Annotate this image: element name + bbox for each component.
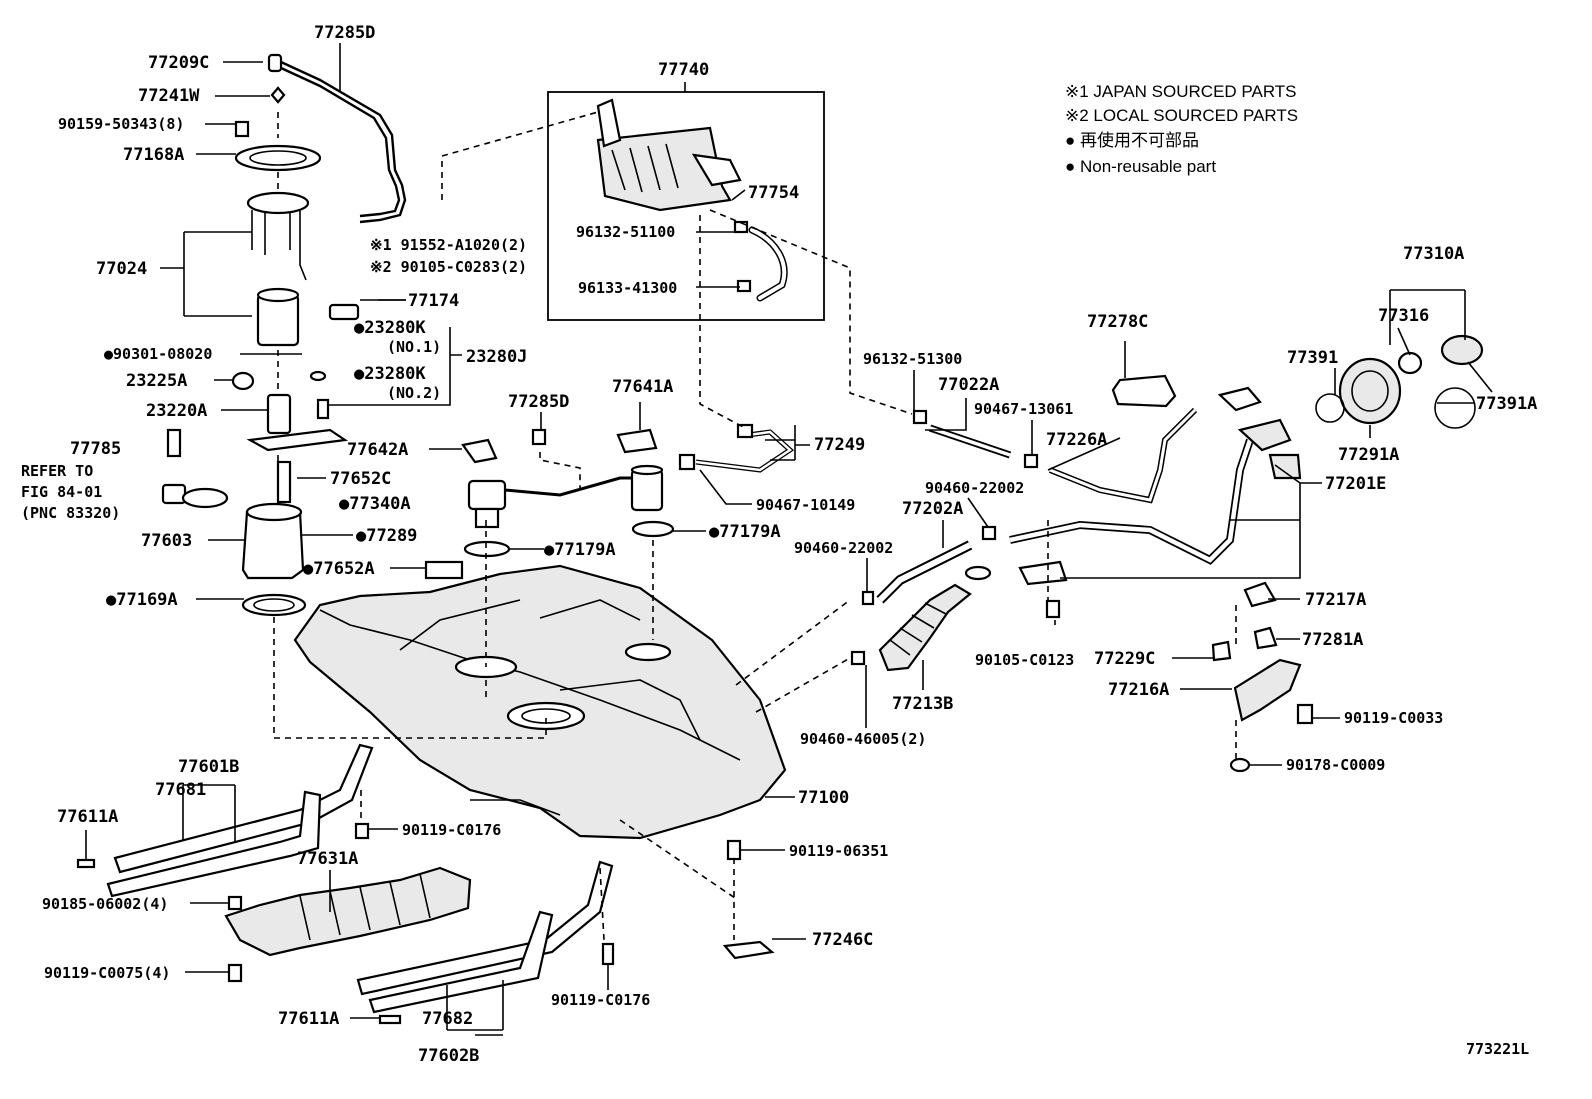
- label-90301-08020: ●90301-08020: [104, 345, 212, 363]
- label-77601B: 77601B: [178, 757, 239, 777]
- label-90460-22002-b: 90460-22002: [794, 539, 893, 557]
- label-77217A: 77217A: [1305, 590, 1366, 610]
- label-77174: 77174: [408, 291, 459, 311]
- label-77631A: 77631A: [297, 849, 358, 869]
- label-96133-41300: 96133-41300: [578, 279, 677, 297]
- part-labels: 77285D 77209C 77241W 90159-50343(8) 7716…: [21, 23, 1537, 1066]
- label-90119-C0075: 90119-C0075(4): [44, 964, 170, 982]
- label-77285D-mid: 77285D: [508, 392, 569, 412]
- label-77241W: 77241W: [138, 86, 200, 106]
- label-refer-to: REFER TO: [21, 462, 93, 480]
- label-90105-C0123: 90105-C0123: [975, 651, 1074, 669]
- label-77169A: ●77169A: [106, 590, 178, 610]
- label-77216A: 77216A: [1108, 680, 1169, 700]
- part-drawings: [76, 53, 1493, 1025]
- sender-units: [461, 423, 795, 558]
- label-77213B: 77213B: [892, 694, 953, 714]
- tank-straps: [76, 743, 775, 1025]
- label-77168A: 77168A: [123, 145, 184, 165]
- label-90178-C0009: 90178-C0009: [1286, 756, 1385, 774]
- label-77209C: 77209C: [148, 53, 209, 73]
- legend-note-local: ※2 LOCAL SOURCED PARTS: [1065, 106, 1298, 125]
- fuel-tank: [293, 564, 787, 840]
- label-77316: 77316: [1378, 306, 1429, 326]
- label-77201E: 77201E: [1325, 474, 1386, 494]
- label-90119-C0176-a: 90119-C0176: [402, 821, 501, 839]
- label-77682: 77682: [422, 1009, 473, 1029]
- label-90105-C0283: ※2 90105-C0283(2): [370, 258, 527, 276]
- label-77291A: 77291A: [1338, 445, 1399, 465]
- label-77603: 77603: [141, 531, 192, 551]
- label-77246C: 77246C: [812, 930, 873, 950]
- label-77754: 77754: [748, 183, 799, 203]
- dashed-assembly-lines: [273, 111, 1237, 941]
- label-77289: ●77289: [356, 526, 417, 546]
- label-77681: 77681: [155, 780, 206, 800]
- label-90467-10149: 90467-10149: [756, 496, 855, 514]
- legend-note-japan: ※1 JAPAN SOURCED PARTS: [1065, 82, 1297, 101]
- label-23280K-no1: ●23280K: [354, 318, 426, 338]
- label-77641A: 77641A: [612, 377, 673, 397]
- label-90119-C0033: 90119-C0033: [1344, 709, 1443, 727]
- label-77785: 77785: [70, 439, 121, 459]
- legend: ※1 JAPAN SOURCED PARTS ※2 LOCAL SOURCED …: [1065, 82, 1298, 176]
- leader-lines: [85, 43, 1474, 1036]
- filler-pipe-assembly: [912, 334, 1493, 773]
- label-77281A: 77281A: [1302, 630, 1363, 650]
- label-77278C: 77278C: [1087, 312, 1148, 332]
- label-77179A-right: ●77179A: [709, 522, 781, 542]
- label-77611A-top: 77611A: [57, 807, 118, 827]
- legend-note-nonreusable: ● Non-reusable part: [1065, 157, 1216, 176]
- label-77022A: 77022A: [938, 375, 999, 395]
- label-77652C: 77652C: [330, 469, 391, 489]
- label-23220A: 23220A: [146, 401, 207, 421]
- label-77391: 77391: [1287, 348, 1338, 368]
- label-23280J: 23280J: [466, 347, 527, 367]
- label-90460-22002-a: 90460-22002: [925, 479, 1024, 497]
- label-77611A-bottom: 77611A: [278, 1009, 339, 1029]
- label-77740: 77740: [658, 60, 709, 80]
- label-pnc-83320: (PNC 83320): [21, 504, 120, 522]
- label-96132-51300: 96132-51300: [863, 350, 962, 368]
- label-77024: 77024: [96, 259, 147, 279]
- label-91552-A1020: ※1 91552-A1020(2): [370, 236, 527, 254]
- label-90119-06351: 90119-06351: [789, 842, 888, 860]
- label-90460-46005: 90460-46005(2): [800, 730, 926, 748]
- label-90185-06002: 90185-06002(4): [42, 895, 168, 913]
- label-77179A-left: ●77179A: [544, 540, 616, 560]
- label-90119-C0176-b: 90119-C0176: [551, 991, 650, 1009]
- legend-note-jp-nonreusable: ● 再使用不可部品: [1065, 130, 1199, 150]
- label-77310A: 77310A: [1403, 244, 1464, 264]
- label-fig-84-01: FIG 84-01: [21, 483, 102, 501]
- label-77100: 77100: [798, 788, 849, 808]
- label-23280K-no2: ●23280K: [354, 364, 426, 384]
- label-77285D-top: 77285D: [314, 23, 375, 43]
- label-no1: (NO.1): [387, 338, 441, 356]
- fuel-pump-assembly: [161, 53, 464, 617]
- inlet-hoses: [850, 525, 997, 672]
- label-77340A: ●77340A: [339, 494, 411, 514]
- label-77249: 77249: [814, 435, 865, 455]
- label-77226A: 77226A: [1046, 430, 1107, 450]
- label-23225A: 23225A: [126, 371, 187, 391]
- label-77229C: 77229C: [1094, 649, 1155, 669]
- label-96132-51100: 96132-51100: [576, 223, 675, 241]
- label-77652A: ●77652A: [303, 559, 375, 579]
- label-77391A: 77391A: [1476, 394, 1537, 414]
- label-77202A: 77202A: [902, 499, 963, 519]
- label-no2: (NO.2): [387, 384, 441, 402]
- figure-id: 773221L: [1466, 1040, 1529, 1058]
- label-90159-50343: 90159-50343(8): [58, 115, 184, 133]
- label-77642A: 77642A: [347, 440, 408, 460]
- label-77602B: 77602B: [418, 1046, 479, 1066]
- canister-group: [547, 91, 825, 321]
- label-90467-13061: 90467-13061: [974, 400, 1073, 418]
